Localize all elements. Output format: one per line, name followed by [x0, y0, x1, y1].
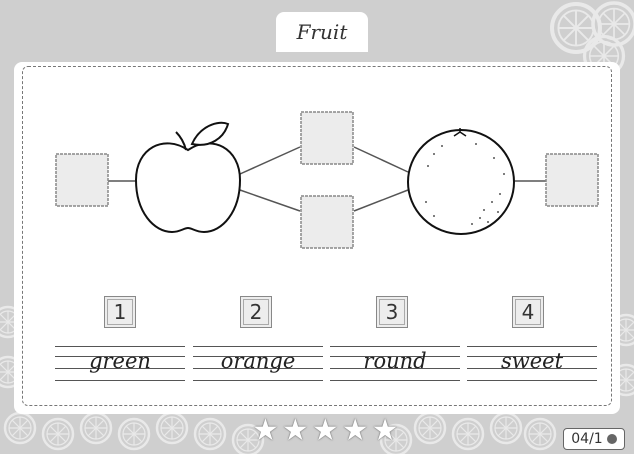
star-icon[interactable]: ★: [341, 413, 369, 448]
answer-box-top[interactable]: [300, 111, 354, 165]
word-label: sweet: [500, 349, 564, 373]
card-dashed-border: [22, 66, 612, 406]
star-icon[interactable]: ★: [311, 413, 339, 448]
word-label: green: [89, 349, 151, 373]
answer-box-bottom[interactable]: [300, 195, 354, 249]
word-card-sweet[interactable]: sweet: [467, 342, 597, 384]
number-tile-4: 4: [512, 296, 544, 328]
number-tile-3: 3: [376, 296, 408, 328]
apple-icon: [134, 121, 242, 234]
word-label: orange: [220, 349, 296, 373]
answer-box-left[interactable]: [55, 153, 109, 207]
star-icon[interactable]: ★: [281, 413, 309, 448]
number-tile-1: 1: [104, 296, 136, 328]
word-card-round[interactable]: round: [330, 342, 460, 384]
page-title: Fruit: [276, 12, 368, 52]
word-label: round: [363, 349, 427, 373]
number-tile-2: 2: [240, 296, 272, 328]
answer-box-right[interactable]: [545, 153, 599, 207]
star-icon[interactable]: ★: [252, 413, 279, 448]
connector-lines: [108, 146, 546, 212]
star-icon[interactable]: ★: [371, 413, 399, 448]
orange-icon: [407, 128, 515, 235]
fruit-diagram: [55, 111, 599, 249]
page-indicator[interactable]: 04/1: [563, 428, 625, 450]
page-number: 04/1: [571, 431, 603, 447]
star-rating: ★ ★ ★ ★ ★: [252, 416, 399, 446]
word-card-green[interactable]: green: [55, 342, 185, 384]
word-card-orange[interactable]: orange: [193, 342, 323, 384]
record-dot-icon: [606, 434, 617, 444]
